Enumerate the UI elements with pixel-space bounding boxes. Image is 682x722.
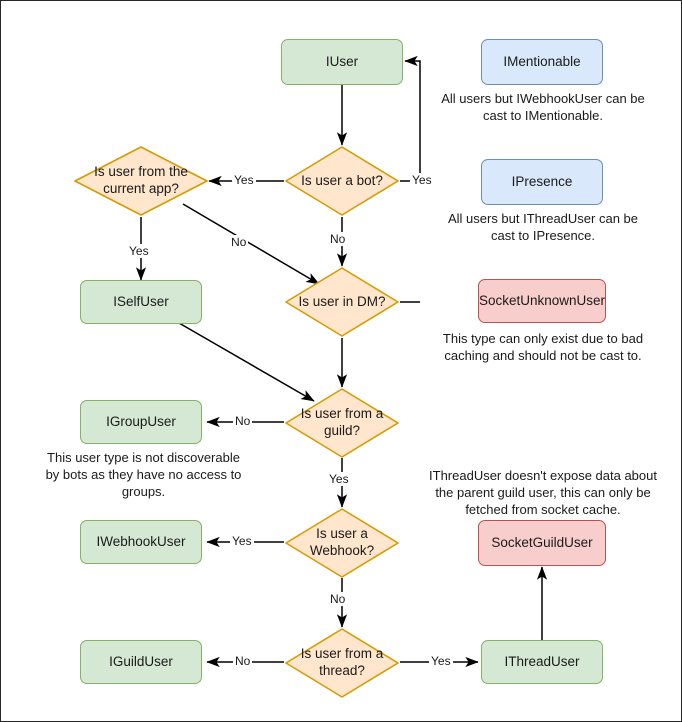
edge-label-iswebhook-no: No	[328, 592, 348, 606]
is-webhook-diamond-shape	[285, 508, 399, 578]
edge-label-isguild-yes: Yes	[327, 472, 351, 486]
node-iguilduser-label: IGuildUser	[109, 653, 173, 669]
node-igroupuser[interactable]: IGroupUser	[80, 400, 202, 444]
node-iselfuser[interactable]: ISelfUser	[80, 280, 202, 324]
node-ipresence-label: IPresence	[511, 173, 573, 189]
node-iselfuser-label: ISelfUser	[113, 293, 169, 309]
node-igroupuser-label: IGroupUser	[106, 413, 176, 429]
node-is-dm[interactable]: Is user in DM?	[284, 266, 400, 338]
edge-isbot-yes-to-iuser	[400, 55, 421, 182]
node-is-current-app-label: Is user from the current app?	[94, 164, 188, 196]
is-guild-diamond-shape	[285, 388, 399, 458]
node-iwebhookuser[interactable]: IWebhookUser	[80, 520, 202, 564]
node-ithreaduser[interactable]: IThreadUser	[481, 640, 603, 684]
node-ithreaduser-label: IThreadUser	[504, 653, 580, 669]
node-is-current-app[interactable]: Is user from the current app?	[73, 145, 209, 217]
edge-label-currentapp-no: No	[228, 234, 249, 250]
node-is-webhook[interactable]: Is user a Webhook?	[284, 507, 400, 579]
note-ipresence: All users but IThreadUser can be cast to…	[447, 211, 639, 243]
edge-label-isthread-no: No	[233, 654, 253, 668]
node-socketunknownuser-label: SocketUnknownUser	[478, 292, 606, 308]
note-imentionable: All users but IWebhookUser can be cast t…	[441, 91, 645, 123]
node-imentionable[interactable]: IMentionable	[481, 39, 603, 85]
node-is-thread[interactable]: Is user from a thread?	[284, 627, 400, 699]
note-socketguilduser: IThreadUser doesn't expose data about th…	[429, 468, 657, 517]
node-socketguilduser-label: SocketGuildUser	[491, 534, 593, 550]
node-ipresence[interactable]: IPresence	[481, 159, 603, 205]
node-iuser-label: IUser	[325, 53, 359, 69]
note-socketunknownuser: This type can only exist due to bad cach…	[442, 331, 644, 363]
note-igroupuser: This user type is not discoverable by bo…	[45, 450, 242, 499]
edge-label-isguild-no: No	[233, 414, 253, 428]
node-socketunknownuser[interactable]: SocketUnknownUser	[478, 279, 606, 323]
node-is-bot[interactable]: Is user a bot?	[284, 145, 400, 217]
is-thread-diamond-shape	[285, 628, 399, 698]
node-socketguilduser[interactable]: SocketGuildUser	[478, 520, 606, 566]
node-iguilduser[interactable]: IGuildUser	[80, 640, 202, 684]
edge-label-currentapp-yes: Yes	[127, 244, 151, 258]
node-is-dm-label: Is user in DM?	[298, 293, 386, 309]
edge-label-isthread-yes: Yes	[429, 654, 453, 668]
node-iuser[interactable]: IUser	[281, 39, 403, 85]
is-bot-diamond-shape	[285, 146, 399, 216]
edge-label-isbot-yes-left: Yes	[232, 173, 256, 187]
is-dm-diamond-shape	[285, 267, 399, 337]
node-imentionable-label: IMentionable	[503, 53, 581, 69]
node-is-guild[interactable]: Is user from a guild?	[284, 387, 400, 459]
node-is-bot-label: Is user a bot?	[301, 172, 383, 188]
node-is-thread-label: Is user from a thread?	[300, 646, 384, 678]
node-is-webhook-label: Is user a Webhook?	[309, 526, 375, 558]
node-is-guild-label: Is user from a guild?	[300, 406, 384, 438]
node-iwebhookuser-label: IWebhookUser	[96, 533, 186, 549]
edge-label-isbot-no: No	[328, 232, 348, 246]
is-current-app-diamond-shape	[74, 146, 208, 216]
edge-label-isbot-back-yes: Yes	[410, 173, 434, 187]
edge-label-iswebhook-yes: Yes	[230, 534, 254, 548]
